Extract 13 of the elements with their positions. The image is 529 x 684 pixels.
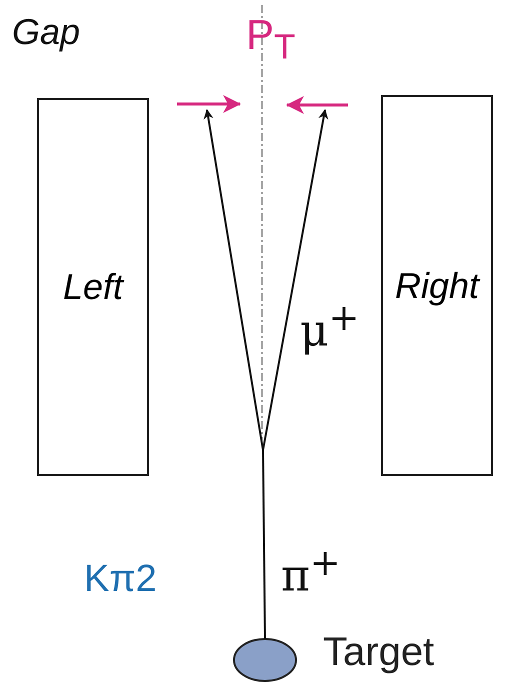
particle-label: μ$^{+}$ — [300, 300, 360, 354]
target-ellipse — [233, 638, 297, 682]
decay-track-drawing — [204, 109, 328, 450]
detector-block — [37, 98, 149, 476]
pion-track — [262, 450, 266, 640]
block-label: Right — [394, 264, 480, 306]
momentum-label: P$_{T}$ — [246, 14, 296, 64]
gap-label: Gap — [12, 14, 80, 50]
detector-block — [381, 95, 493, 476]
decay-mode-label: Kπ2 — [84, 560, 157, 598]
edge-label: π$^{+}$ — [281, 544, 341, 598]
target-label: Target — [323, 632, 434, 672]
block-label: Left — [62, 266, 124, 308]
